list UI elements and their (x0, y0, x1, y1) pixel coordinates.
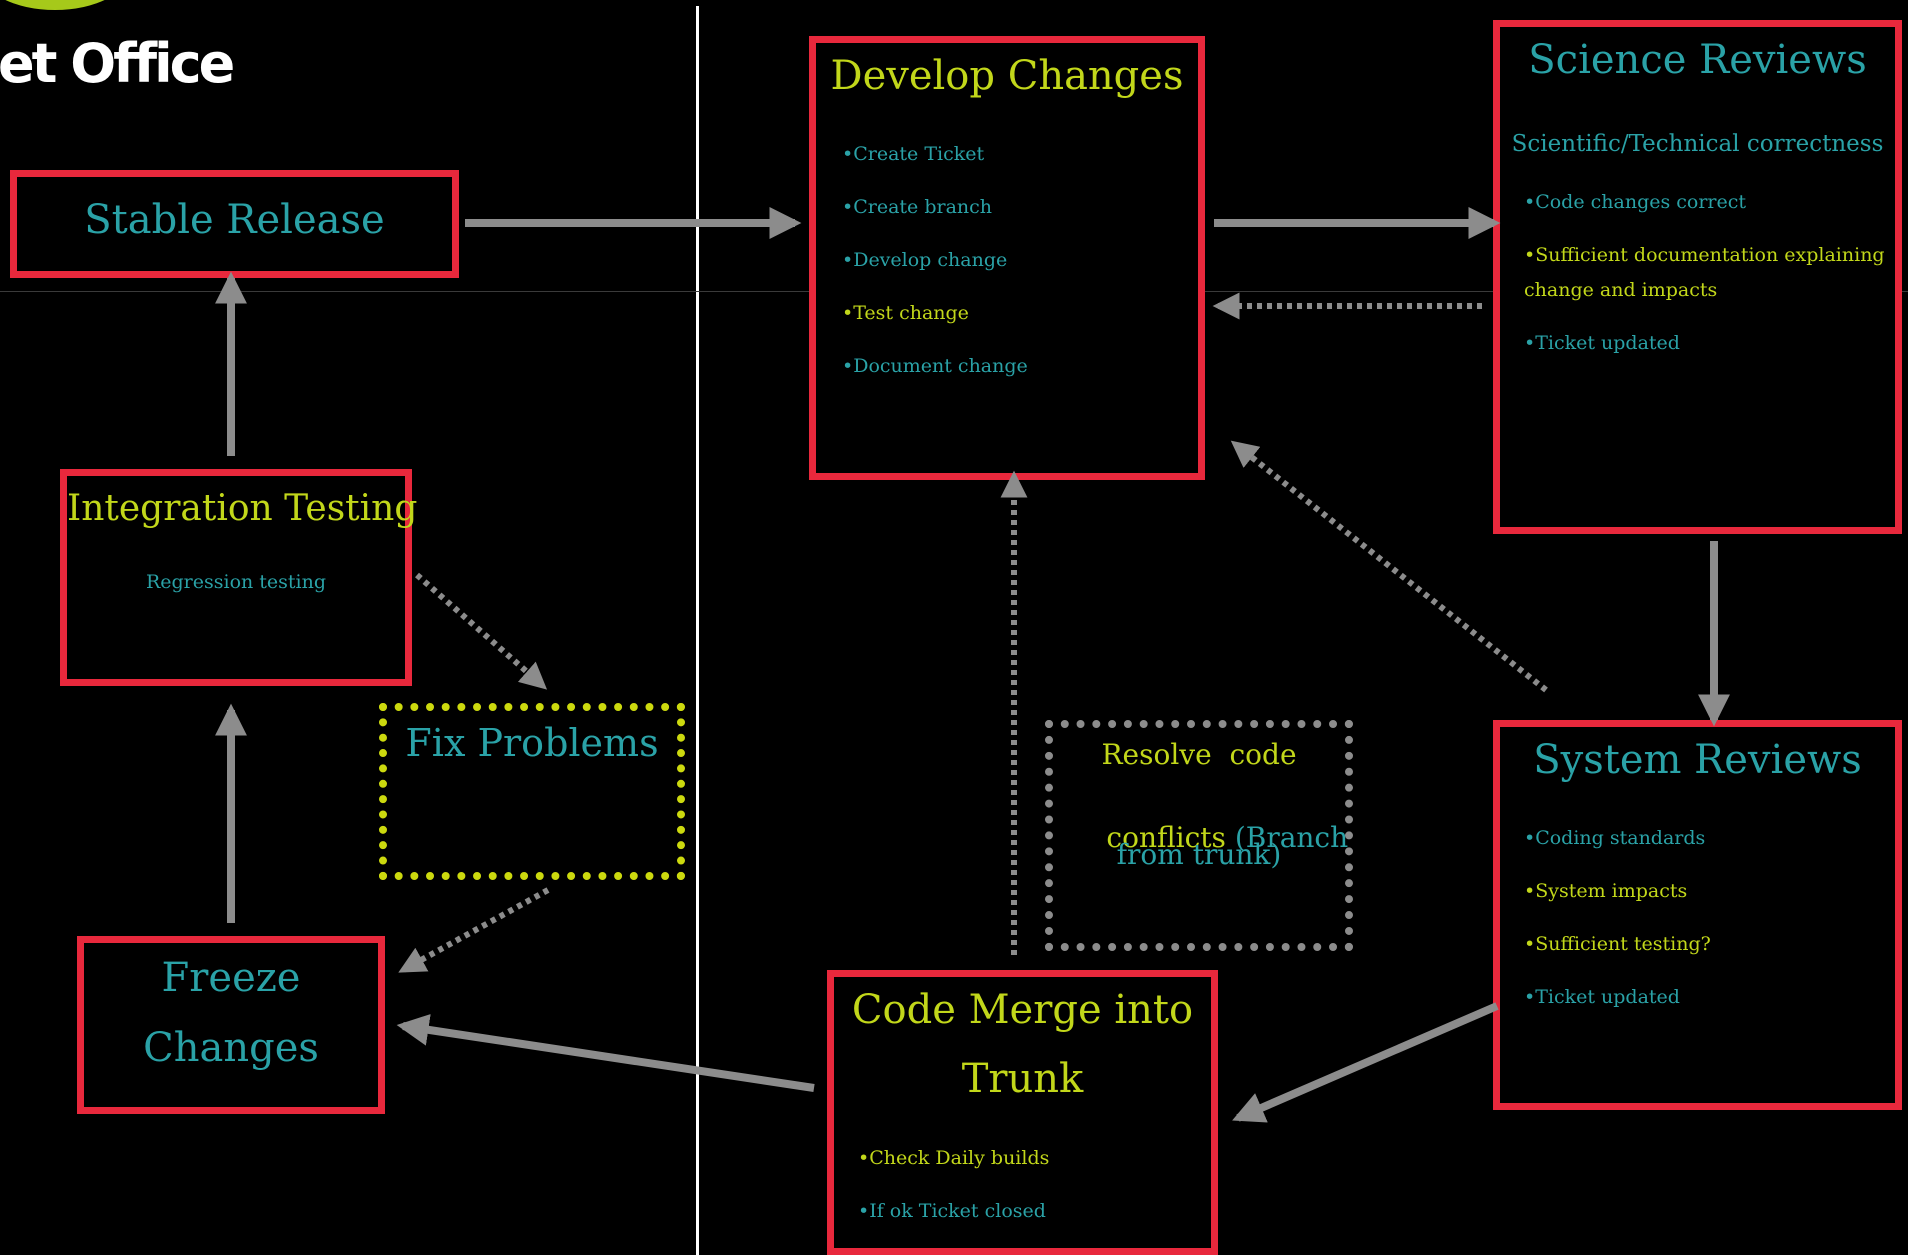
develop-item-document-change: •Document change (842, 355, 1028, 377)
freeze-changes-title-line1: Freeze (161, 955, 301, 1001)
resolve-conflicts-box: Resolve code conflicts (Branch from trun… (1045, 720, 1353, 951)
integration-testing-title: Integration Testing (67, 488, 418, 529)
freeze-changes-title-line2: Changes (143, 1025, 319, 1071)
code-merge-title-line1: Code Merge into (851, 987, 1194, 1033)
develop-item-develop-change: •Develop change (842, 249, 1008, 271)
science-reviews-title: Science Reviews (1528, 37, 1867, 83)
integration-testing-box: Integration Testing Regression testing (60, 469, 418, 686)
logo-text: et Office (0, 32, 235, 95)
resolve-conflicts-line2: conflicts (Branch (1053, 788, 1349, 887)
resolve-conflicts-line3: from trunk) (1116, 838, 1282, 871)
develop-changes-title: Develop Changes (830, 53, 1184, 99)
system-item-ticket-updated: •Ticket updated (1524, 986, 1680, 1008)
integration-testing-subtitle: Regression testing (145, 571, 327, 593)
science-reviews-subtitle: Scientific/Technical correctness (1511, 131, 1884, 157)
code-merge-box: Code Merge into Trunk •Check Daily build… (827, 970, 1218, 1255)
stable-release-box: Stable Release (10, 170, 459, 278)
stable-release-title: Stable Release (84, 197, 385, 243)
system-item-coding-standards: •Coding standards (1524, 827, 1706, 849)
divider-line (696, 6, 699, 1255)
system-item-system-impacts: •System impacts (1524, 880, 1688, 902)
arrow-merge-to-freeze (396, 1013, 815, 1092)
science-item-ticket-updated: •Ticket updated (1524, 332, 1680, 354)
logo-shape (0, 0, 130, 10)
arrow-fix-to-freeze (398, 887, 550, 973)
resolve-conflicts-word: conflicts (1106, 821, 1226, 854)
fix-problems-title: Fix Problems (405, 721, 659, 765)
system-reviews-box: System Reviews •Coding standards •System… (1493, 720, 1902, 1110)
system-reviews-title: System Reviews (1533, 737, 1862, 783)
merge-item-ticket-closed: •If ok Ticket closed (858, 1200, 1046, 1222)
fix-problems-box: Fix Problems (379, 703, 685, 880)
resolve-conflicts-line1: Resolve code (1101, 738, 1297, 771)
develop-item-create-ticket: •Create Ticket (842, 143, 985, 165)
system-item-sufficient-testing: •Sufficient testing? (1524, 933, 1711, 955)
develop-item-test-change: •Test change (842, 302, 969, 324)
code-merge-title-line2: Trunk (961, 1056, 1084, 1102)
develop-item-create-branch: •Create branch (842, 196, 993, 218)
science-reviews-box: Science Reviews Scientific/Technical cor… (1493, 20, 1902, 534)
science-item-code-changes: •Code changes correct (1524, 191, 1747, 213)
freeze-changes-box: Freeze Changes (77, 936, 385, 1114)
resolve-conflicts-branch: (Branch (1225, 821, 1349, 854)
science-item-documentation-cont: change and impacts (1524, 279, 1718, 301)
merge-item-check-builds: •Check Daily builds (858, 1147, 1050, 1169)
science-item-documentation: •Sufficient documentation explaining (1524, 244, 1885, 266)
arrow-system-to-merge (1232, 1002, 1499, 1123)
arrow-integration-to-fix (415, 572, 548, 690)
develop-changes-box: Develop Changes •Create Ticket •Create b… (809, 36, 1205, 480)
